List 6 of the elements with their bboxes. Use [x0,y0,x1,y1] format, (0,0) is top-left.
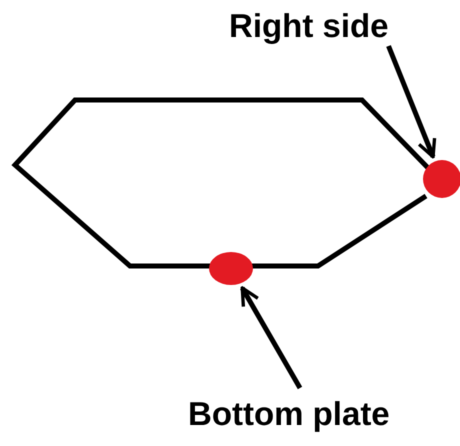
part-label: Right side [229,8,389,44]
marker-dot [423,160,460,198]
leader-arrow [240,286,302,390]
part-label: Bottom plate [188,396,390,432]
marker-dot [209,252,253,285]
leader-arrow [386,45,436,158]
